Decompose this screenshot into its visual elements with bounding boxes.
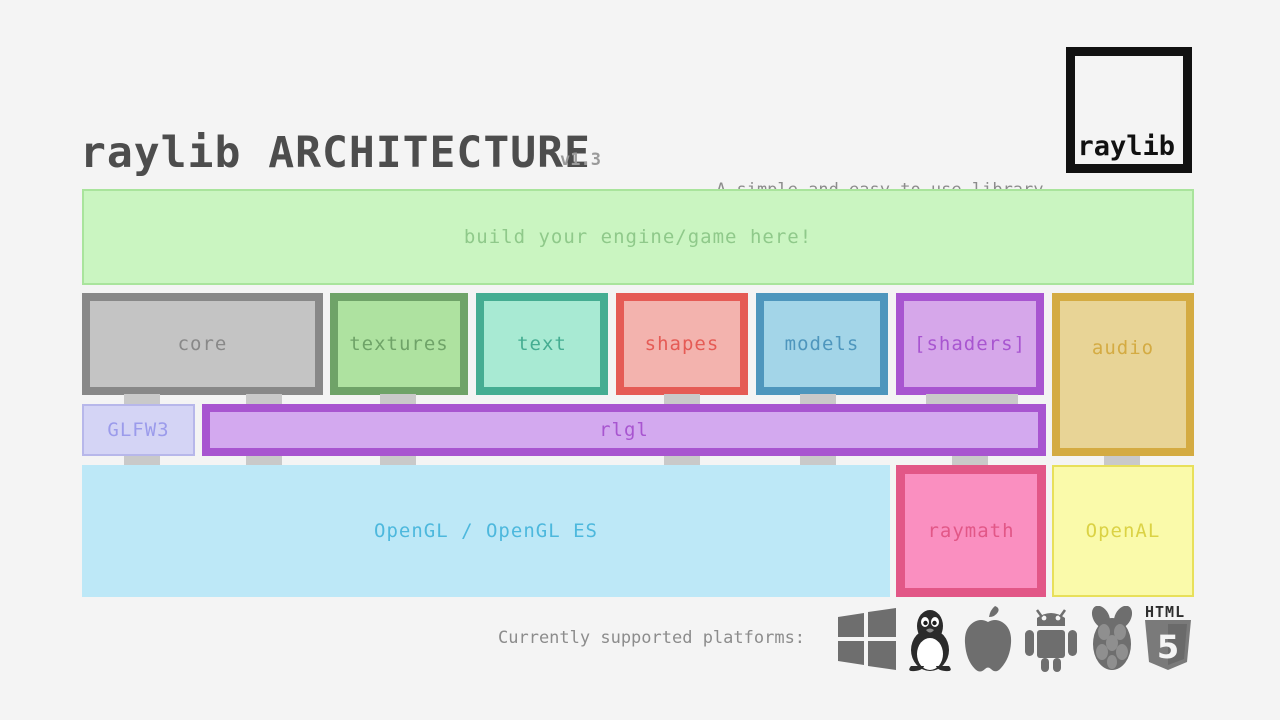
- module-models[interactable]: models: [756, 293, 888, 395]
- module-core[interactable]: core: [82, 293, 323, 395]
- layer-glfw3[interactable]: GLFW3: [82, 404, 195, 456]
- layer-openal-label: OpenAL: [1085, 520, 1161, 542]
- layer-openal[interactable]: OpenAL: [1052, 465, 1194, 597]
- layer-raymath-label: raymath: [927, 520, 1015, 542]
- layer-raymath[interactable]: raymath: [896, 465, 1046, 597]
- svg-text:5: 5: [1157, 628, 1179, 666]
- raspberry-pi-icon: [1084, 605, 1140, 676]
- connector-tab: [926, 394, 1018, 406]
- linux-tux-icon: [903, 606, 957, 672]
- module-text-label: text: [517, 333, 567, 355]
- raylib-logo-text: raylib: [1077, 131, 1175, 162]
- version-label: v1.3: [560, 150, 601, 170]
- connector-tab: [664, 394, 700, 406]
- module-shapes[interactable]: shapes: [616, 293, 748, 395]
- layer-rlgl[interactable]: rlgl: [202, 404, 1046, 456]
- module-shapes-label: shapes: [644, 333, 720, 355]
- layer-opengl-label: OpenGL / OpenGL ES: [374, 520, 598, 542]
- connector-tab: [246, 394, 282, 406]
- html5-icon: HTML 5: [1141, 603, 1195, 671]
- module-audio-label: audio: [1091, 337, 1155, 359]
- layer-opengl[interactable]: OpenGL / OpenGL ES: [82, 465, 890, 597]
- connector-tab: [380, 394, 416, 406]
- module-shaders-label: [shaders]: [914, 333, 1026, 355]
- module-core-label: core: [177, 333, 228, 355]
- build-your-game-banner: build your engine/game here!: [82, 189, 1194, 285]
- banner-label: build your engine/game here!: [463, 226, 813, 248]
- raylib-logo: raylib: [1066, 47, 1192, 173]
- connector-tab: [124, 394, 160, 406]
- layer-rlgl-label: rlgl: [599, 419, 649, 441]
- connector-tab: [800, 394, 836, 406]
- layer-glfw3-label: GLFW3: [107, 419, 170, 441]
- platforms-label: Currently supported platforms:: [498, 628, 806, 648]
- android-icon: [1023, 608, 1079, 672]
- page-title: raylib ARCHITECTURE: [80, 128, 591, 178]
- windows-icon: [838, 608, 896, 670]
- html5-word: HTML: [1145, 603, 1186, 621]
- module-textures[interactable]: textures: [330, 293, 468, 395]
- apple-icon: [962, 606, 1014, 672]
- module-text[interactable]: text: [476, 293, 608, 395]
- module-textures-label: textures: [349, 333, 449, 355]
- module-shaders[interactable]: [shaders]: [896, 293, 1044, 395]
- module-audio[interactable]: audio: [1052, 293, 1194, 456]
- module-models-label: models: [784, 333, 860, 355]
